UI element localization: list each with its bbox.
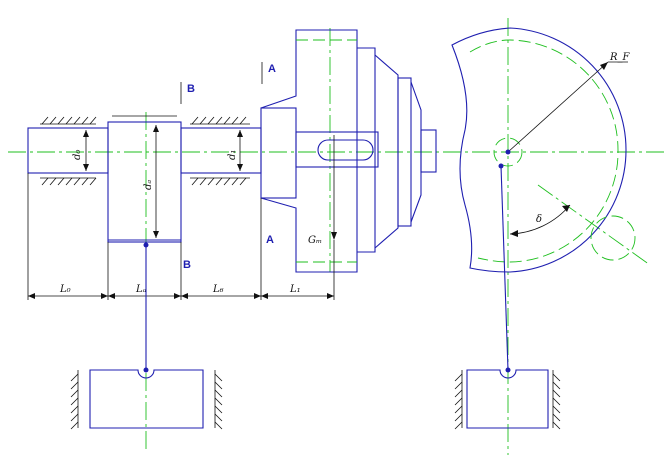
crank-pin-section	[107, 121, 182, 243]
keyway-slot	[317, 139, 374, 161]
section-b-top-label: B	[187, 83, 195, 95]
l0-label: L₀	[59, 284, 71, 295]
d0-label: d₀	[72, 150, 83, 160]
counterweight-circle	[590, 215, 636, 261]
section-markers: B B A A	[180, 62, 276, 271]
flywheel-outline	[451, 27, 627, 273]
shaft-tip	[420, 129, 437, 173]
shaft-end	[295, 131, 379, 168]
right-rod	[500, 165, 509, 371]
pulley-step-1	[357, 47, 376, 253]
section-a-top-label: A	[268, 63, 276, 75]
diameter-dimensions: d₀ dₐ d₁	[72, 125, 243, 238]
flywheel-center-node	[505, 149, 511, 155]
section-a-bottom-label: A	[266, 234, 274, 246]
section-b-bottom-label: B	[183, 259, 191, 271]
center-lines	[8, 18, 665, 455]
dA-label: dₐ	[143, 180, 154, 190]
gravity-force: Gₘ	[308, 135, 337, 246]
hub	[260, 107, 297, 199]
pulley-rim	[397, 77, 412, 227]
l1-label: L₁	[289, 284, 301, 295]
right-block	[466, 369, 549, 429]
pivot-node-lower-left	[143, 367, 149, 373]
d1-label: d₁	[227, 150, 238, 160]
flange-disk	[260, 29, 358, 273]
flywheel-section: R_F δ	[451, 27, 636, 371]
main-journal-left	[27, 127, 109, 174]
main-journal-right	[180, 127, 262, 174]
la-label: Lₐ	[135, 284, 147, 295]
rf-radius-line	[507, 61, 609, 153]
bearing-hatching	[40, 115, 250, 186]
l6-label: L₆	[212, 284, 224, 295]
counterweight-axis	[537, 184, 651, 266]
right-pendulum	[454, 367, 561, 430]
left-pendulum	[70, 242, 223, 430]
pivot-node-lower-right	[505, 367, 511, 373]
left-block	[89, 369, 204, 429]
length-dimensions: L₀ Lₐ L₆ L₁	[27, 173, 335, 300]
hub-circle	[493, 137, 523, 167]
delta-label: δ	[536, 214, 542, 225]
rf-label: R_F	[609, 52, 631, 63]
crankshaft	[27, 29, 437, 273]
gm-label: Gₘ	[308, 235, 322, 246]
flywheel-inner-hidden	[469, 39, 619, 263]
